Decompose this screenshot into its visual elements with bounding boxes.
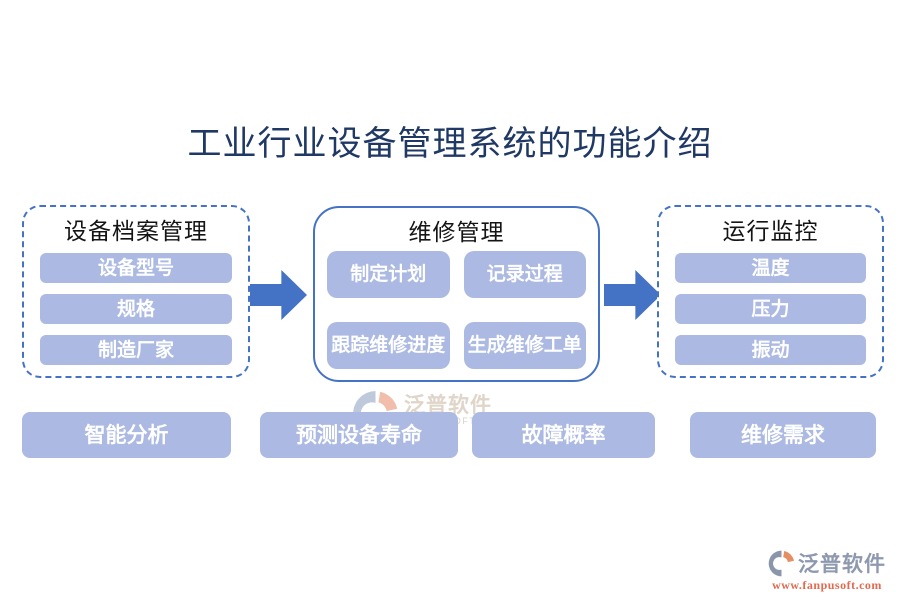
group-title-maintenance: 维修管理 xyxy=(408,220,505,246)
feature-button-record-process[interactable]: 记录过程 xyxy=(463,251,586,298)
fanpu-logo-icon xyxy=(768,550,794,577)
group-monitoring: 运行监控 温度 压力 振动 xyxy=(657,205,884,378)
group-title-monitoring: 运行监控 xyxy=(722,219,819,245)
feature-button-smart-analysis[interactable]: 智能分析 xyxy=(22,412,231,458)
footer-brand-url: www.fanpusoft.com xyxy=(772,578,882,592)
feature-button-device-model[interactable]: 设备型号 xyxy=(40,253,232,283)
feature-button-pressure[interactable]: 压力 xyxy=(675,294,866,324)
feature-button-make-plan[interactable]: 制定计划 xyxy=(327,251,450,298)
flow-arrow-right-icon xyxy=(250,270,307,320)
feature-button-track-progress[interactable]: 跟踪维修进度 xyxy=(327,322,450,369)
feature-button-temperature[interactable]: 温度 xyxy=(675,253,866,283)
group-maintenance: 维修管理 制定计划 记录过程 跟踪维修进度 生成维修工单 xyxy=(313,206,600,382)
feature-button-spec[interactable]: 规格 xyxy=(40,294,232,324)
feature-button-work-order[interactable]: 生成维修工单 xyxy=(463,322,586,369)
group-items: 温度 压力 振动 xyxy=(659,245,882,365)
group-equipment-archive: 设备档案管理 设备型号 规格 制造厂家 xyxy=(22,205,250,378)
feature-button-failure-probability[interactable]: 故障概率 xyxy=(472,412,655,458)
flow-arrow-right-icon xyxy=(604,270,661,320)
feature-button-predict-lifespan[interactable]: 预测设备寿命 xyxy=(260,412,458,458)
footer-brand-name: 泛普软件 xyxy=(798,551,886,576)
group-items: 设备型号 规格 制造厂家 xyxy=(24,245,248,365)
watermark-brand-name: 泛普软件 xyxy=(404,392,492,417)
group-items: 制定计划 记录过程 跟踪维修进度 生成维修工单 xyxy=(315,246,598,369)
group-title-equipment-archive: 设备档案管理 xyxy=(64,219,208,245)
footer-brand: 泛普软件 www.fanpusoft.com xyxy=(768,550,886,593)
footer-brand-row: 泛普软件 xyxy=(768,550,886,577)
page-title: 工业行业设备管理系统的功能介绍 xyxy=(187,124,713,164)
feature-button-vibration[interactable]: 振动 xyxy=(675,335,866,365)
feature-button-maintenance-demand[interactable]: 维修需求 xyxy=(690,412,876,458)
feature-button-manufacturer[interactable]: 制造厂家 xyxy=(40,335,232,365)
